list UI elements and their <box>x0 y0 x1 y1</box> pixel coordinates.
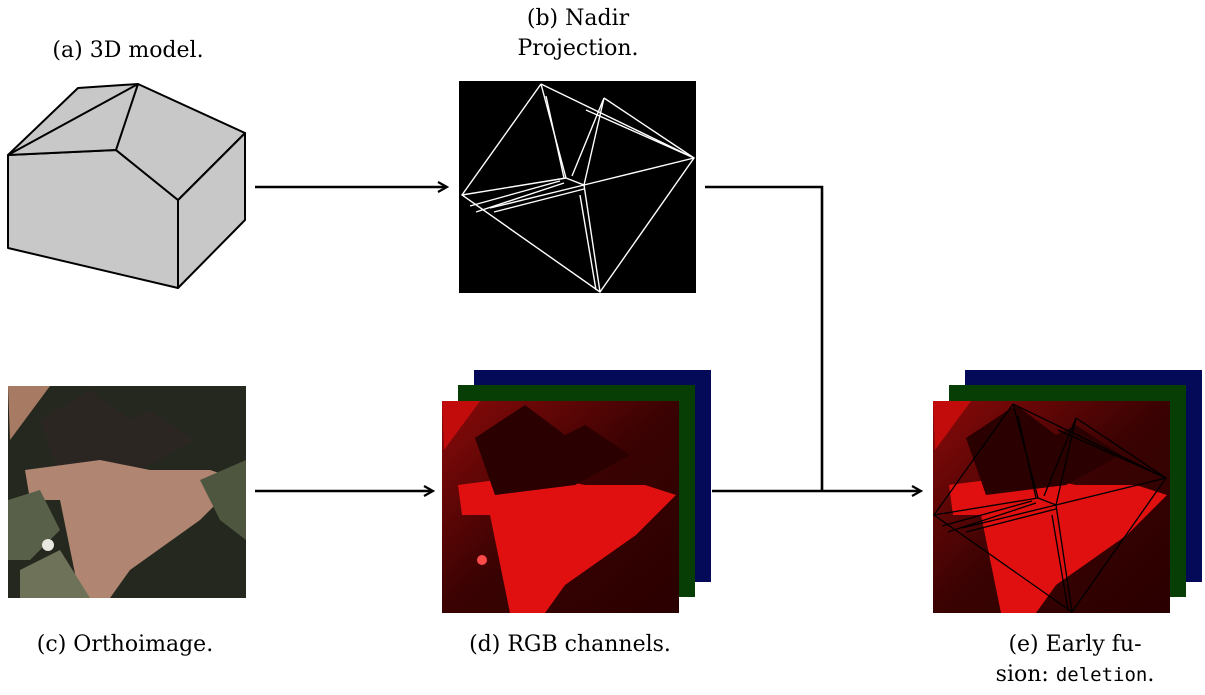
caption-e-line1: (e) Early fu- <box>1008 632 1142 657</box>
caption-e: (e) Early fu- sion: deletion. <box>955 630 1195 690</box>
caption-e-suffix: . <box>1147 662 1155 687</box>
caption-e-line2: sion: deletion. <box>955 660 1195 690</box>
caption-c: (c) Orthoimage. <box>36 632 214 657</box>
caption-a: (a) 3D model. <box>52 38 204 63</box>
rgb-channels-figure <box>442 370 711 613</box>
connector-b-to-junction <box>705 185 824 491</box>
orthoimage-figure <box>8 386 246 598</box>
3d-model-figure <box>7 83 246 289</box>
caption-b-line2: Projection. <box>517 36 639 61</box>
fused-red-channel <box>933 401 1170 613</box>
red-channel <box>442 401 679 613</box>
nadir-projection-figure <box>459 81 696 293</box>
arrows <box>255 187 920 491</box>
caption-b-line1: (b) Nadir <box>526 6 630 31</box>
caption-b: (b) Nadir Projection. <box>458 4 698 64</box>
caption-e-code: deletion <box>1055 664 1148 686</box>
early-fusion-figure <box>933 370 1202 613</box>
caption-d: (d) RGB channels. <box>469 632 671 657</box>
caption-e-prefix: sion: <box>995 662 1056 687</box>
